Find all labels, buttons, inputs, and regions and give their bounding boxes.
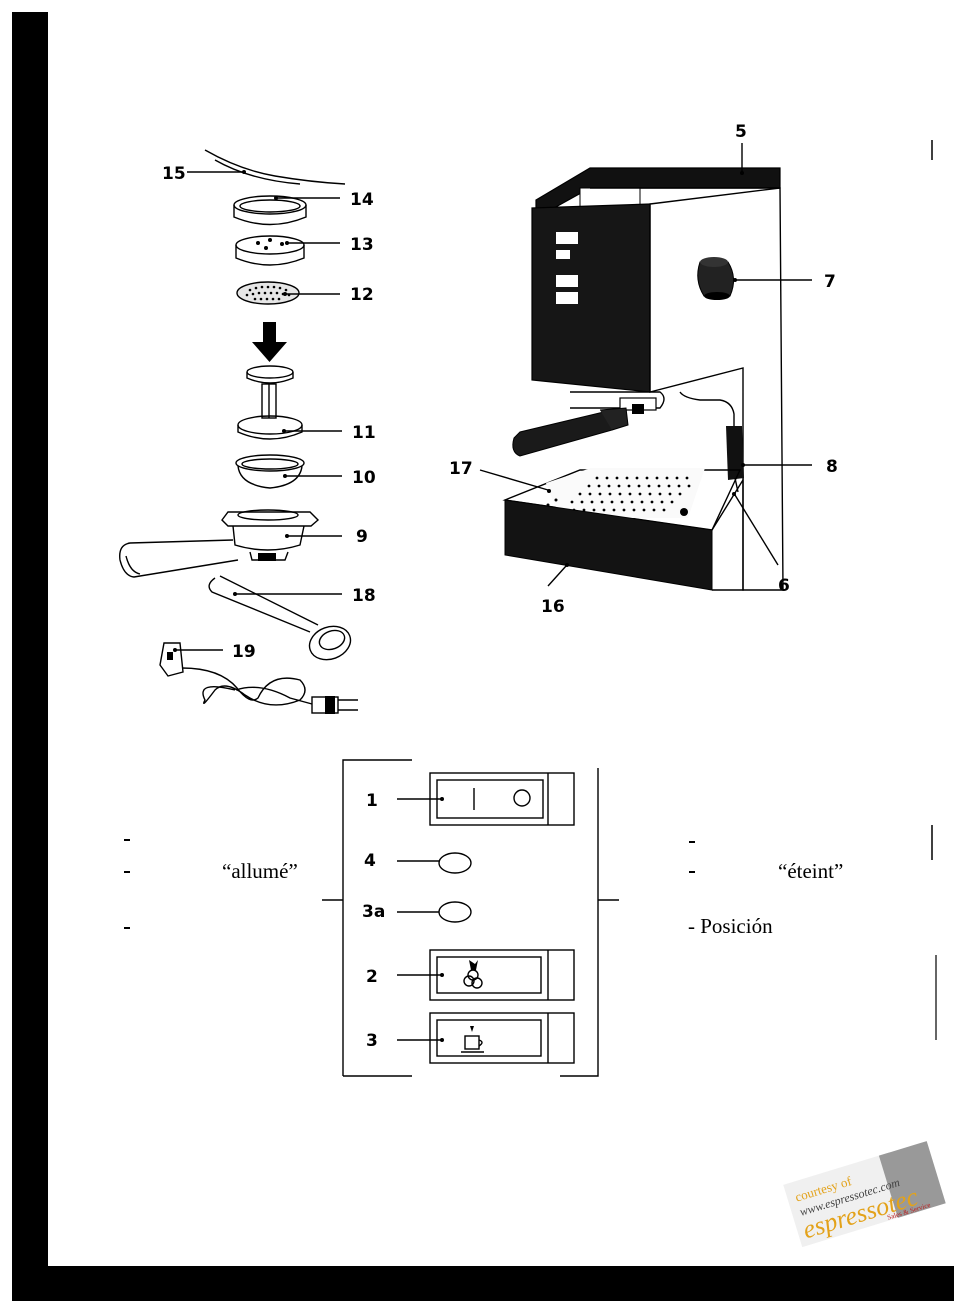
callout-13: 13	[350, 235, 374, 255]
callout-16: 16	[541, 597, 565, 617]
part-19-power-cord	[159, 642, 358, 714]
scan-border-left	[12, 12, 48, 1242]
part-13-shower-holder	[235, 235, 305, 266]
callout-5: 5	[735, 122, 747, 142]
part-10-filter-basket	[235, 454, 305, 489]
legend-right-bullets	[689, 841, 695, 873]
callout-1: 1	[366, 791, 378, 811]
callout-2: 2	[366, 967, 378, 987]
callout-3a: 3a	[362, 902, 385, 922]
part-11-tamper	[237, 365, 303, 440]
callout-14: 14	[350, 190, 374, 210]
coffee-cup-icon	[461, 1026, 484, 1053]
indicator-lamp-3a	[438, 901, 472, 923]
left-callout-leaders	[173, 170, 342, 652]
callout-8: 8	[826, 457, 838, 477]
legend-left-bullets	[124, 839, 130, 929]
callout-7: 7	[824, 272, 836, 292]
part-18-measuring-spoon	[208, 575, 352, 661]
legend-eteint: “éteint”	[778, 859, 843, 883]
callout-6: 6	[778, 576, 790, 596]
callout-11: 11	[352, 423, 376, 443]
part-17-drip-tray-grid	[502, 468, 742, 531]
callout-9: 9	[356, 527, 368, 547]
main-switch-1	[429, 772, 575, 826]
assembly-arrow-icon	[252, 322, 287, 362]
part-14-gasket-ring	[233, 195, 307, 226]
espressotec-watermark-logo: courtesy of www.espressotec.com espresso…	[783, 1141, 946, 1248]
right-callout-leaders	[479, 143, 812, 587]
espresso-machine-illustration	[502, 167, 784, 591]
callout-15: 15	[162, 164, 186, 184]
control-panel-legend	[322, 759, 619, 1077]
callout-12: 12	[350, 285, 374, 305]
drip-tray-holes	[570, 476, 691, 512]
callout-19: 19	[232, 642, 256, 662]
scan-border-bottom	[12, 1266, 954, 1301]
part-12-shower-screen	[236, 281, 300, 305]
callout-10: 10	[352, 468, 376, 488]
part-15-lid	[204, 149, 346, 185]
steam-symbol-icon	[463, 960, 483, 989]
legend-posicion: - Posición	[688, 914, 773, 938]
callout-17: 17	[449, 459, 473, 479]
callout-3: 3	[366, 1031, 378, 1051]
indicator-lamp-4	[438, 852, 472, 874]
part-9-portafilter	[119, 509, 320, 578]
part-7-steam-knob	[697, 257, 734, 300]
steam-switch-2	[429, 949, 575, 1001]
callout-18: 18	[352, 586, 376, 606]
coffee-switch-3	[429, 1012, 575, 1064]
exploded-parts-view	[119, 149, 358, 714]
callout-4: 4	[364, 851, 376, 871]
legend-allume: “allumé”	[222, 859, 298, 883]
